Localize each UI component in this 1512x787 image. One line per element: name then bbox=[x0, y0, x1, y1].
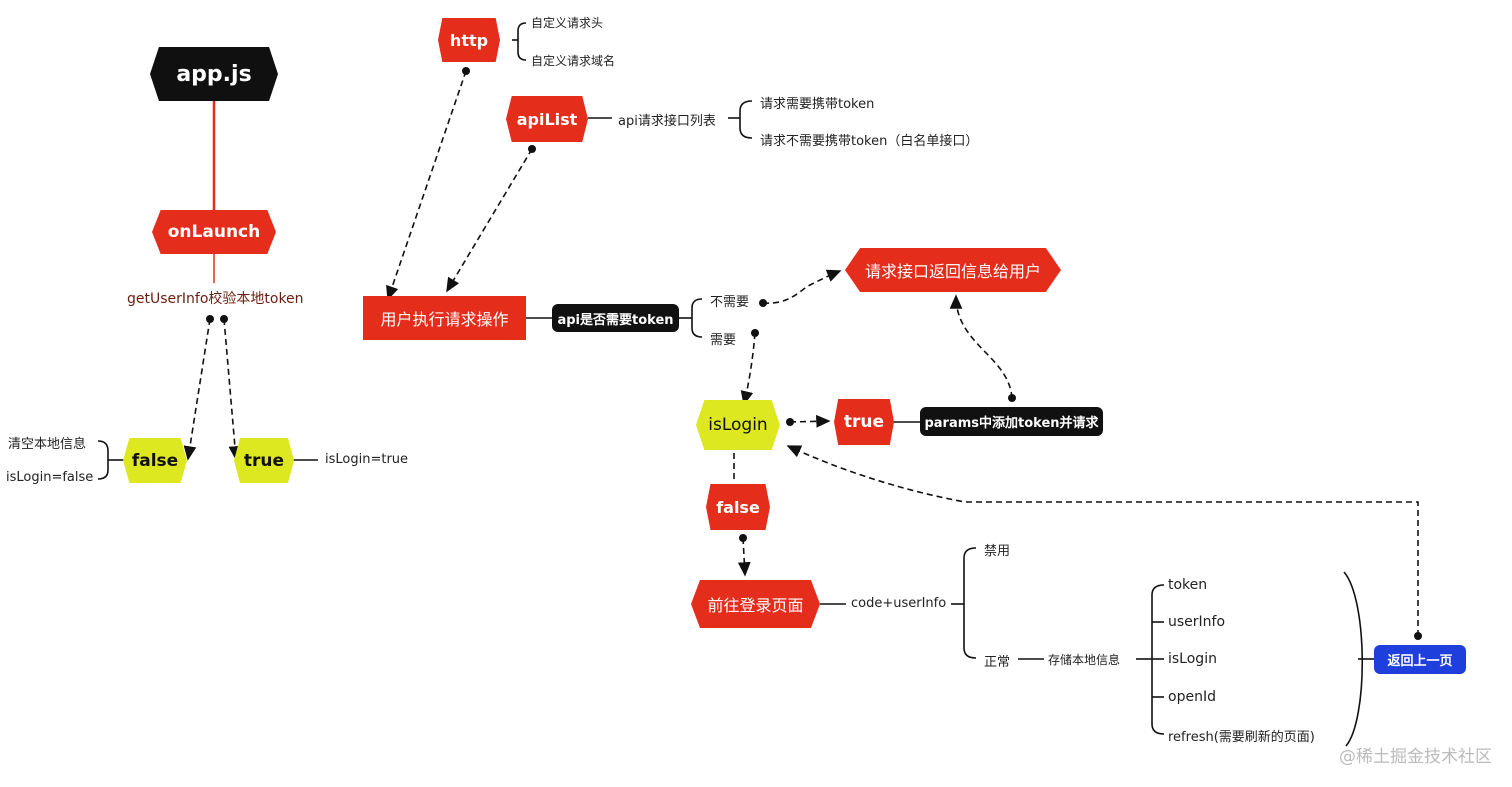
store-item-openid: openId bbox=[1168, 689, 1216, 705]
on-launch-node: onLaunch bbox=[152, 210, 276, 254]
no-token-label: 请求不需要携带token（白名单接口） bbox=[760, 134, 979, 149]
store-item-islogin: isLogin bbox=[1168, 651, 1217, 667]
normal-label: 正常 bbox=[984, 655, 1011, 670]
need-token-question: api是否需要token bbox=[552, 304, 679, 332]
custom-header-label: 自定义请求头 bbox=[531, 16, 604, 30]
store-local-label: 存储本地信息 bbox=[1048, 653, 1121, 667]
code-userinfo-label: code+userInfo bbox=[851, 596, 947, 611]
need-token-label: 请求需要携带token bbox=[760, 97, 875, 112]
params-token-node: params中添加token并请求 bbox=[920, 407, 1103, 436]
not-needed-label: 不需要 bbox=[710, 295, 750, 310]
is-login-true-label: isLogin=true bbox=[325, 452, 409, 467]
disabled-label: 禁用 bbox=[984, 544, 1011, 559]
api-list-node: apiList bbox=[506, 96, 588, 142]
is-login-false-label: isLogin=false bbox=[6, 470, 94, 485]
false-mid-node: false bbox=[706, 484, 770, 530]
is-login-node: isLogin bbox=[696, 400, 780, 450]
http-node: http bbox=[438, 18, 500, 62]
watermark: @稀土掘金技术社区 bbox=[1339, 747, 1492, 767]
app-js-node: app.js bbox=[150, 47, 278, 101]
true-mid-node: true bbox=[834, 399, 894, 445]
false-left-node: false bbox=[123, 438, 187, 483]
go-back-node: 返回上一页 bbox=[1374, 645, 1466, 674]
goto-login-node: 前往登录页面 bbox=[691, 580, 820, 628]
store-item-token: token bbox=[1168, 577, 1208, 593]
true-left-node: true bbox=[234, 438, 294, 483]
store-item-refresh: refresh(需要刷新的页面) bbox=[1168, 730, 1315, 745]
clear-local-label: 清空本地信息 bbox=[8, 437, 87, 452]
custom-domain-label: 自定义请求域名 bbox=[531, 54, 616, 68]
store-item-userinfo: userInfo bbox=[1168, 614, 1226, 630]
return-info-node: 请求接口返回信息给用户 bbox=[845, 248, 1061, 292]
api-list-desc-label: api请求接口列表 bbox=[618, 114, 716, 129]
needed-label: 需要 bbox=[710, 333, 737, 348]
user-action-node: 用户执行请求操作 bbox=[363, 296, 526, 340]
get-user-info-label: getUserInfo校验本地token bbox=[127, 291, 304, 307]
